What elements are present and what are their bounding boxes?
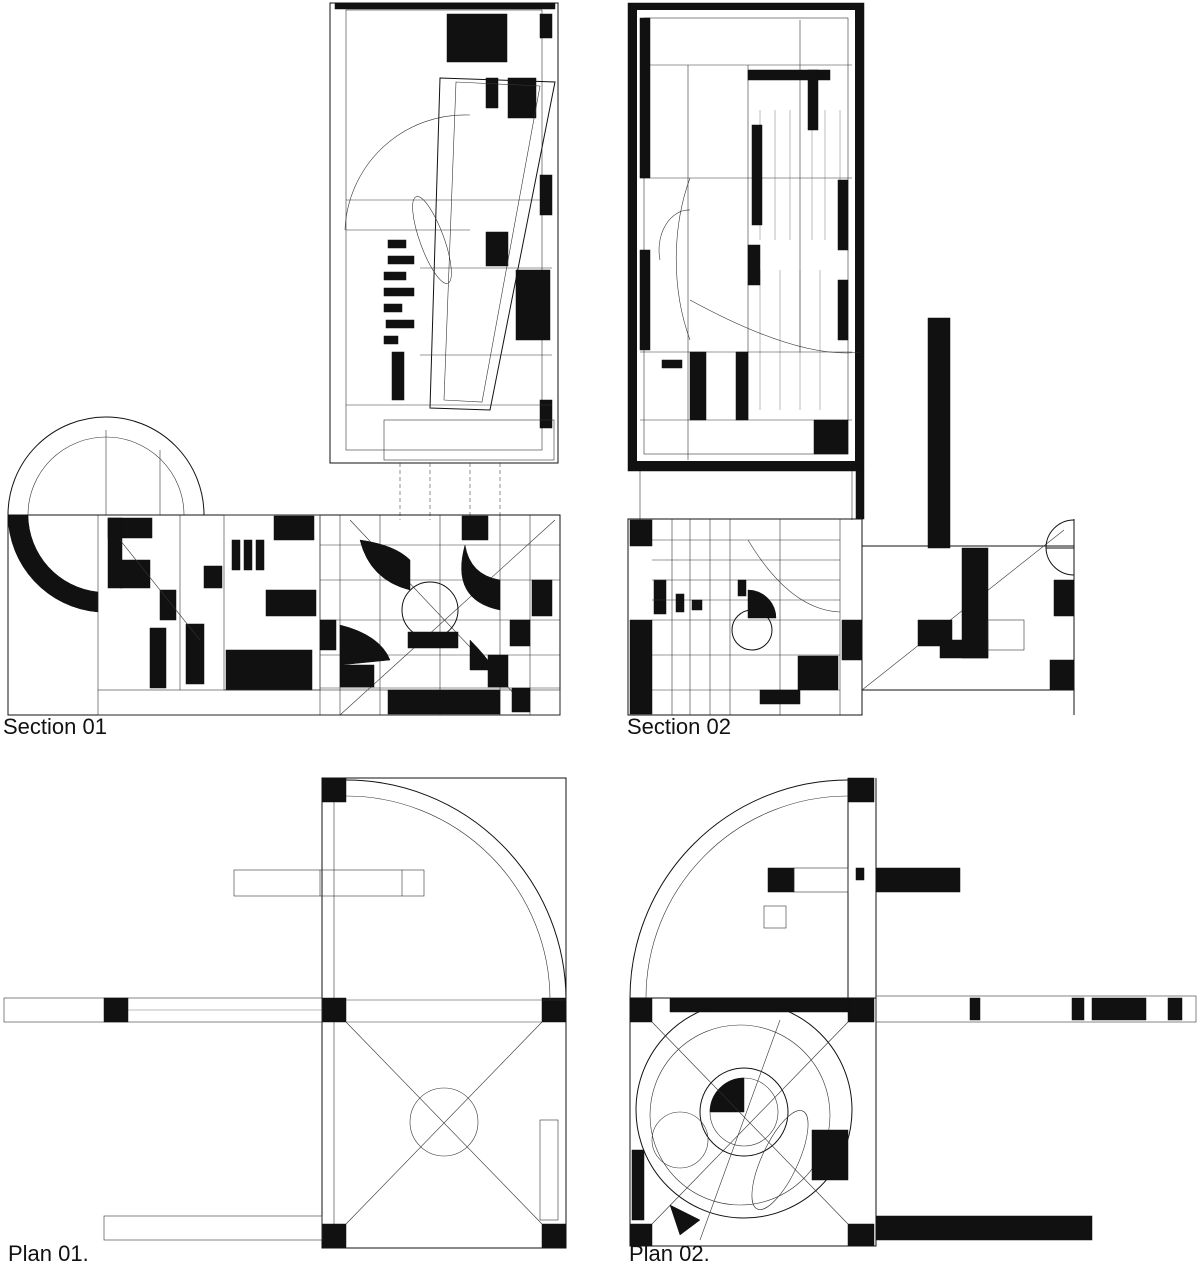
section-01-drawing xyxy=(7,2,561,716)
plan-02-caption: Plan 02. xyxy=(629,1241,710,1266)
plan-02-drawing xyxy=(629,777,1197,1247)
plan-01-caption: Plan 01. xyxy=(8,1241,89,1266)
plan-01-drawing xyxy=(3,777,567,1249)
section-01-caption: Section 01 xyxy=(3,714,107,739)
section-02-slats xyxy=(759,110,841,410)
section-02-caption: Section 02 xyxy=(627,714,731,739)
section-02-drawing xyxy=(627,2,1075,716)
section-01-stair-blocks xyxy=(383,239,415,401)
